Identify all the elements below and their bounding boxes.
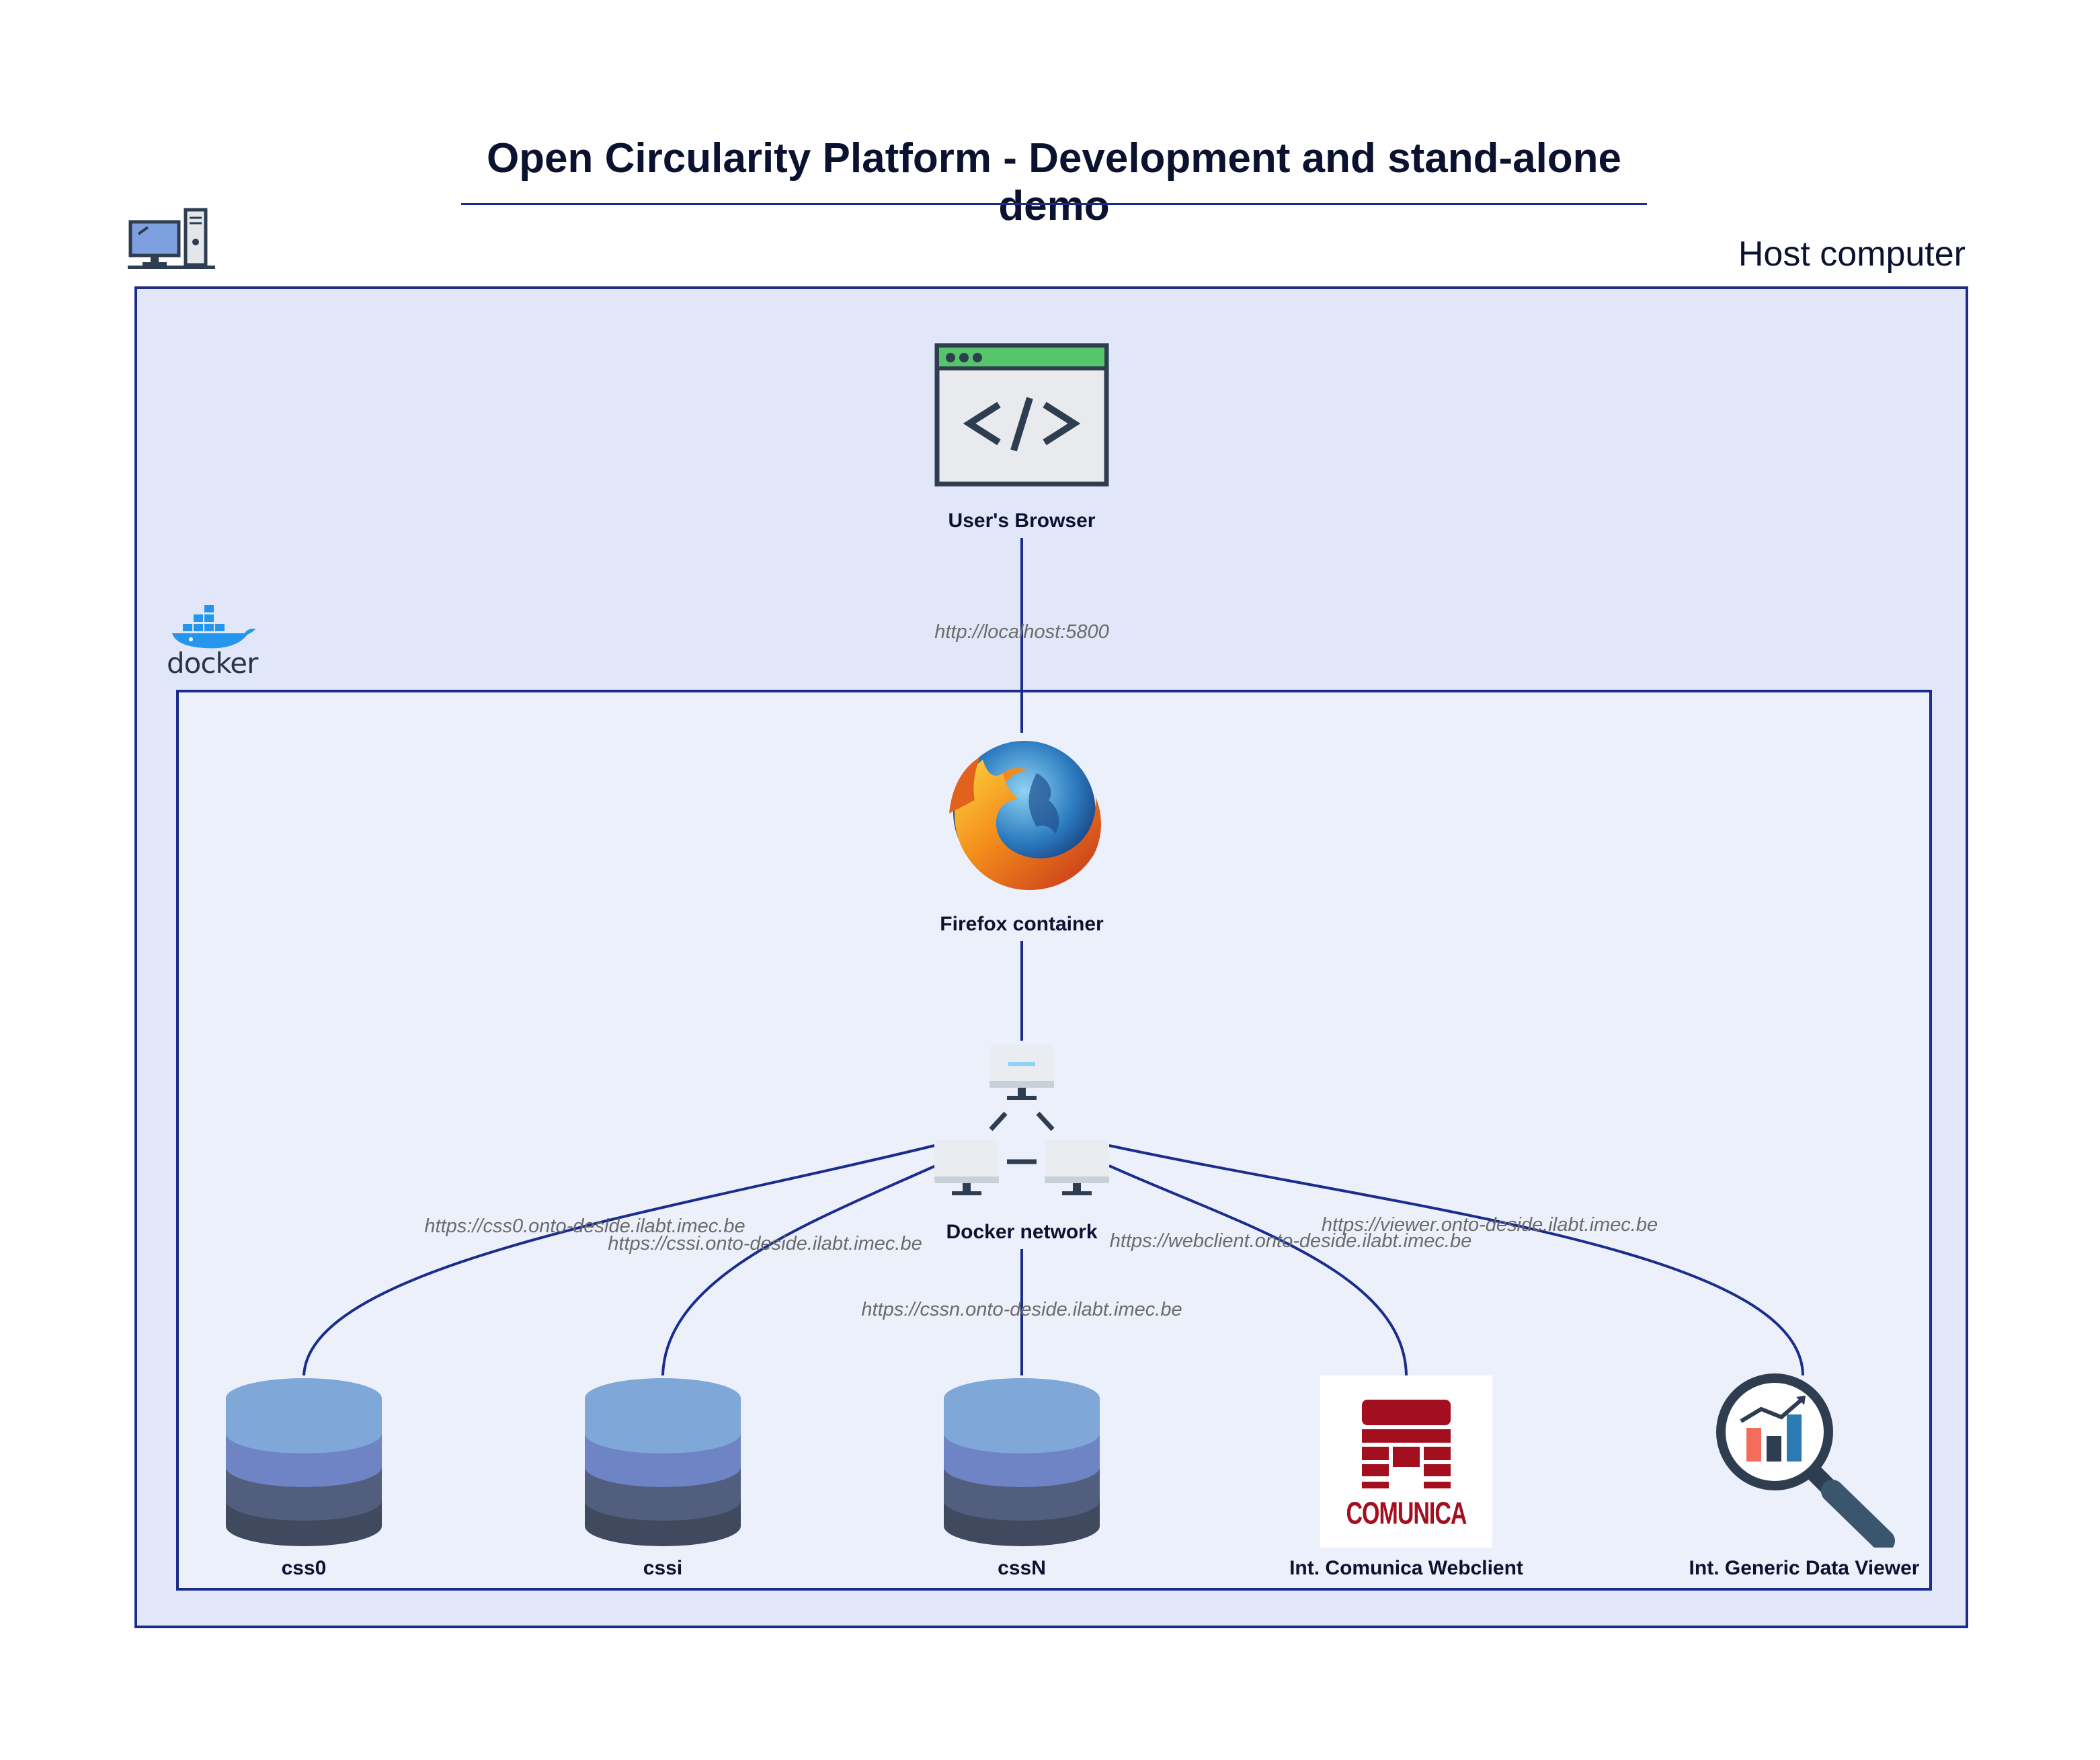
- edge-label-webclient: https://webclient.onto-deside.ilabt.imec…: [1109, 1230, 1472, 1252]
- viewer-label: Int. Generic Data Viewer: [1689, 1557, 1920, 1579]
- comunica-logo-text: COMUNICA: [1346, 1496, 1467, 1531]
- title-underline: [461, 203, 1647, 205]
- database-icon: [585, 1378, 741, 1546]
- css0-label: css0: [281, 1557, 327, 1579]
- comunica-label: Int. Comunica Webclient: [1289, 1557, 1523, 1579]
- edge-label-cssi: https://cssi.onto-deside.ilabt.imec.be: [608, 1233, 922, 1254]
- cssn-label: cssN: [998, 1557, 1046, 1579]
- firefox-label: Firefox container: [940, 913, 1104, 935]
- edge-label-css0: https://css0.onto-deside.ilabt.imec.be: [424, 1215, 745, 1237]
- cssi-label: cssi: [643, 1557, 683, 1579]
- code-window-icon: [934, 343, 1109, 487]
- database-icon: [226, 1378, 382, 1546]
- edge-network-viewer: [1108, 1144, 1804, 1376]
- network-label: Docker network: [946, 1221, 1098, 1243]
- browser-label: User's Browser: [948, 510, 1096, 532]
- docker-whale-icon: [172, 605, 255, 649]
- edge-network-css0: [302, 1144, 935, 1376]
- network-icon: [934, 1045, 1109, 1195]
- edge-network-comunica: [1108, 1164, 1408, 1376]
- edge-label-viewer: https://viewer.onto-deside.ilabt.imec.be: [1321, 1214, 1658, 1236]
- magnifier-chart-icon: [1716, 1373, 1895, 1548]
- edge-network-cssi: [661, 1164, 936, 1376]
- docker-logo-text: docker: [167, 647, 258, 680]
- comunica-logo: COMUNICA: [1320, 1375, 1492, 1548]
- comunica-mark-icon: [1362, 1400, 1451, 1488]
- firefox-icon: [949, 741, 1101, 890]
- edge-label-cssn: https://cssn.onto-deside.ilabt.imec.be: [861, 1299, 1182, 1320]
- host-computer-label: Host computer: [1738, 235, 1966, 274]
- page-title: Open Circularity Platform - Development …: [486, 135, 1622, 229]
- desktop-computer-icon: [128, 208, 215, 269]
- edge-label-localhost: http://localhost:5800: [934, 621, 1109, 643]
- database-icon: [944, 1378, 1100, 1546]
